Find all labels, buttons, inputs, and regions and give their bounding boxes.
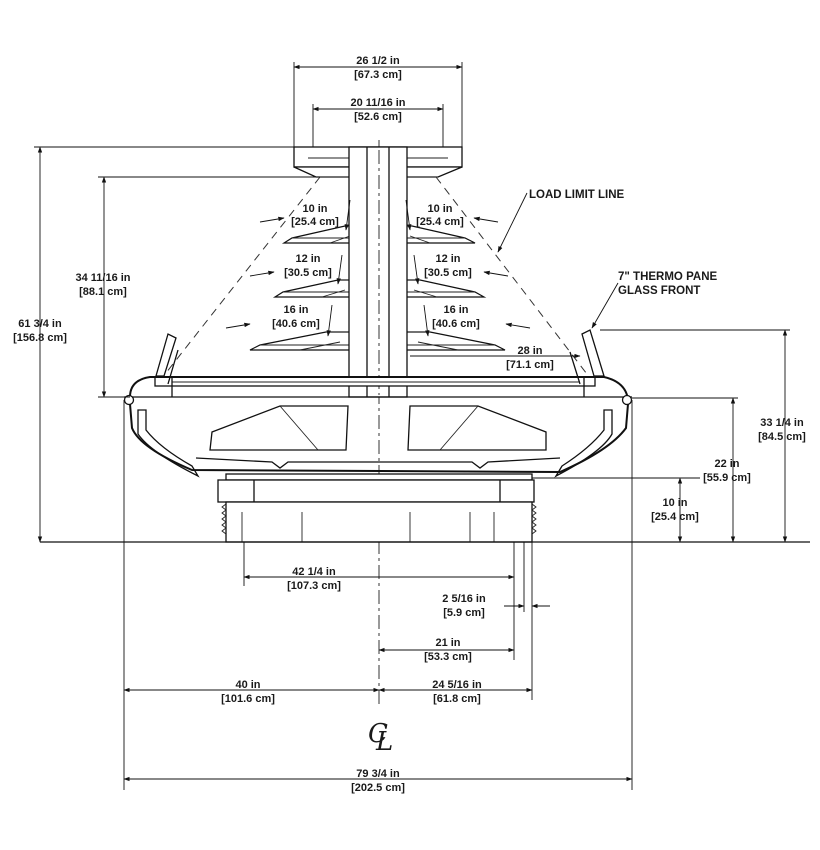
dim-overall-width-cm: [202.5 cm]	[351, 782, 405, 794]
dim-top-inner-in: 20 11/16 in	[350, 97, 405, 109]
dim-display-height-cm: [88.1 cm]	[79, 286, 127, 298]
dim-shelf3-right-in: 16 in	[443, 304, 468, 316]
extension-lines	[34, 62, 790, 790]
dim-right-radius-cm: [61.8 cm]	[433, 693, 481, 705]
dim-shelf2-left-in: 12 in	[295, 253, 320, 265]
dim-display-height-in: 34 11/16 in	[75, 272, 130, 284]
coil-panel-right	[407, 405, 547, 451]
dim-shelf2-right-in: 12 in	[435, 253, 460, 265]
dim-shelf1-left-in: 10 in	[302, 203, 327, 215]
dim-base-half-cm: [53.3 cm]	[424, 651, 472, 663]
dimension-labels: 26 1/2 in [67.3 cm] 20 11/16 in [52.6 cm…	[13, 55, 806, 794]
dim-shelf1-left-cm: [25.4 cm]	[291, 216, 339, 228]
dim-base-offset-cm: [5.9 cm]	[443, 607, 485, 619]
dim-overall-width-in: 79 3/4 in	[356, 768, 400, 780]
dim-base-width-cm: [107.3 cm]	[287, 580, 341, 592]
base-pedestal	[217, 473, 537, 543]
dim-overall-height-in: 61 3/4 in	[18, 318, 62, 330]
note-glass-front-line1: 7" THERMO PANE	[618, 271, 717, 283]
note-glass-front-line2: GLASS FRONT	[618, 285, 700, 297]
centerline-symbol: C L	[368, 719, 393, 757]
dim-deck-height-cm: [55.9 cm]	[703, 472, 751, 484]
dim-base-width-in: 42 1/4 in	[292, 566, 336, 578]
dim-base-half-in: 21 in	[435, 637, 460, 649]
note-leaders	[497, 192, 619, 329]
dimension-lines	[37, 64, 788, 782]
dim-shelf3-left-cm: [40.6 cm]	[272, 318, 320, 330]
dim-glass-height-in: 33 1/4 in	[760, 417, 804, 429]
dim-top-inner-cm: [52.6 cm]	[354, 111, 402, 123]
dim-overall-height-cm: [156.8 cm]	[13, 332, 67, 344]
center-column	[348, 146, 408, 398]
coil-panel-left	[209, 405, 349, 451]
dim-base-offset-in: 2 5/16 in	[442, 593, 486, 605]
dim-shelf3-left-in: 16 in	[283, 304, 308, 316]
dim-shelf2-right-cm: [30.5 cm]	[424, 267, 472, 279]
glass-front-right	[569, 329, 605, 385]
note-load-limit-line: LOAD LIMIT LINE	[529, 189, 625, 201]
dim-top-width-in: 26 1/2 in	[356, 55, 400, 67]
case-body	[123, 376, 633, 478]
load-limit-line-left	[161, 176, 321, 379]
dim-left-radius-in: 40 in	[235, 679, 260, 691]
load-limit-line-right	[435, 176, 591, 379]
dim-base-shelf-in: 28 in	[517, 345, 542, 357]
dim-shelf1-right-cm: [25.4 cm]	[416, 216, 464, 228]
svg-text:C: C	[368, 719, 388, 749]
dim-shelf3-right-cm: [40.6 cm]	[432, 318, 480, 330]
dim-left-radius-cm: [101.6 cm]	[221, 693, 275, 705]
dim-top-width-cm: [67.3 cm]	[354, 69, 402, 81]
dim-base-shelf-cm: [71.1 cm]	[506, 359, 554, 371]
dim-glass-height-cm: [84.5 cm]	[758, 431, 806, 443]
dim-deck-height-in: 22 in	[714, 458, 739, 470]
dim-shelf1-right-in: 10 in	[427, 203, 452, 215]
dim-base-height-in: 10 in	[662, 497, 687, 509]
notes: LOAD LIMIT LINE 7" THERMO PANE GLASS FRO…	[529, 189, 717, 297]
dim-base-height-cm: [25.4 cm]	[651, 511, 699, 523]
dim-right-radius-in: 24 5/16 in	[432, 679, 482, 691]
svg-text:L: L	[375, 727, 393, 757]
dim-shelf2-left-cm: [30.5 cm]	[284, 267, 332, 279]
